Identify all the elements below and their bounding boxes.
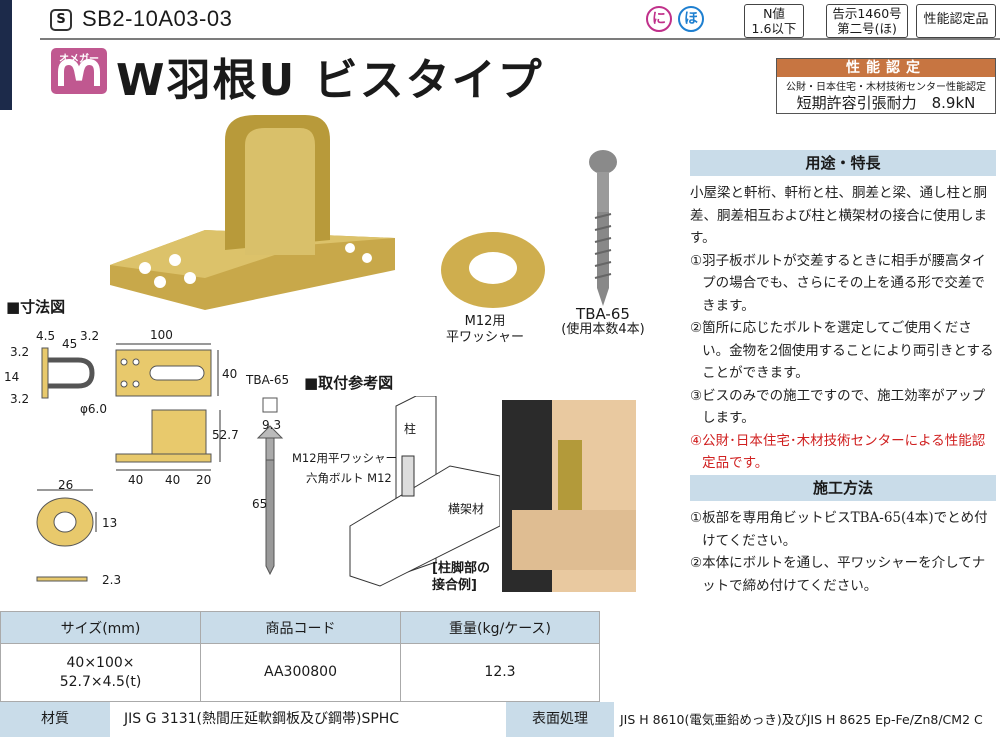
performance-org: 公財・日本住宅・木材技術センター性能認定 [786,82,986,93]
washer-label-2: 平ワッシャー [445,330,524,345]
bolt-callout: 六角ボルト M12 [306,471,392,485]
dim-3-2-bottom: 3.2 [10,392,30,406]
dim-4-5: 4.5 [36,329,56,343]
side-bar [0,0,12,110]
page-title: W羽根U ビスタイプ [116,55,544,106]
spec-size: 40×100× 52.7×4.5(t) [0,643,201,702]
spec-header-size: サイズ(mm) [0,611,201,644]
omega-logo [51,48,107,94]
brand-badge: オメガー [59,54,99,65]
pillar-label: 柱 [404,422,417,436]
dim-3-2-top: 3.2 [80,329,100,343]
dim-hole: φ6.0 [80,402,107,416]
dim-20: 20 [196,473,212,487]
washer-label: M12用平ワッシャー [430,314,540,346]
method-text: 本体にボルトを通し、平ワッシャーを介してナットで締め付けてください。 [702,555,986,594]
dimensions-heading: ■寸法図 [6,298,66,316]
spec-code: AA300800 [200,643,401,702]
dim-100: 100 [150,328,173,342]
performance-box [776,58,996,114]
washer-label-1: M12用 [464,314,506,329]
n-value-line2: 1.6以下 [751,21,797,36]
feature-num: ① [690,252,703,269]
finish-value: JIS H 8610(電気亜鉛めっき)及びJIS H 8625 Ep-Fe/Zn… [620,712,983,727]
dim-65: 65 [252,497,268,511]
screw-label: TBA-65(使用本数4本) [548,306,658,338]
example-label: [柱脚部の接合例] [432,560,490,594]
example-line2: 接合例] [432,578,477,593]
product-code: SB2-10A03-03 [82,6,233,31]
dim-40-b: 40 [165,473,181,487]
performance-value: 短期許容引張耐力 8.9kN [796,94,976,112]
dim-9-3: 9.3 [262,418,282,432]
notice-badge: 告示1460号第二号(ほ) [826,4,908,38]
feature-text: 公財･日本住宅･木材技術センターによる性能認定品です。 [702,432,986,472]
method-num: ② [690,555,703,571]
s-mark-icon: S [50,9,72,31]
spec-weight: 12.3 [400,643,600,702]
spec-size-2: 52.7×4.5(t) [59,673,142,690]
screw-image [589,150,617,306]
omega-icon [58,58,100,86]
spec-header-weight: 重量(kg/ケース) [400,611,600,644]
feature-num: ② [690,320,703,336]
notice-line2: 第二号(ほ) [837,21,897,36]
spec-header-code: 商品コード [200,611,401,644]
beam-label: 横架材 [448,502,485,516]
feature-num: ④ [690,432,703,449]
screw-label-2: (使用本数4本) [561,322,645,337]
notice-line1: 告示1460号 [832,6,902,21]
features-body: 小屋梁と軒桁、軒桁と柱、胴差と梁、通し柱と胴差、胴差相互および柱と横架材の接合に… [690,182,998,475]
features-intro: 小屋梁と軒桁、軒桁と柱、胴差と梁、通し柱と胴差、胴差相互および柱と横架材の接合に… [690,185,987,246]
ni-mark-icon: に [646,6,672,32]
performance-heading: 性能認定 [777,59,995,77]
mounting-drawing [349,396,500,587]
dim-14: 14 [4,370,20,384]
material-label: 材質 [0,702,110,737]
dim-45: 45 [62,337,78,351]
feature-text: ビスのみでの施工ですので、施工効率がアップします。 [702,387,986,427]
material-value: JIS G 3131(熱間圧延軟鋼板及び鋼帯)SPHC [124,711,400,727]
dim-26: 26 [58,478,74,492]
installation-photo [502,400,636,592]
mounting-heading: ■取付参考図 [304,374,394,392]
method-num: ① [690,510,703,526]
dim-52-7: 52.7 [212,428,239,442]
feature-text: 箇所に応じたボルトを選定してご使用ください。金物を2個使用することにより両引きと… [702,320,994,381]
washer-image [441,232,545,308]
dim-40-right: 40 [222,367,238,381]
finish-label: 表面処理 [506,702,614,737]
divider [40,38,1000,40]
features-heading: 用途・特長 [690,150,996,176]
dim-40-a: 40 [128,473,144,487]
dim-3-2-left: 3.2 [10,345,30,359]
certified-badge: 性能認定品 [916,4,996,38]
screw-label-1: TBA-65 [576,305,630,323]
dim-13: 13 [102,516,118,530]
bracket-image [110,115,395,310]
spec-size-1: 40×100× [66,654,135,671]
method-text: 板部を専用角ビットビスTBA-65(4本)でとめ付けてください。 [702,510,988,549]
washer-callout: M12用平ワッシャー [292,451,398,465]
tba-label: TBA-65 [246,373,290,387]
feature-text: 羽子板ボルトが交差するときに相手が腰高タイプの場合でも、さらにその上を通る形で交… [702,252,986,314]
dim-2-3: 2.3 [102,573,122,587]
ho-mark-icon: ほ [678,6,704,32]
example-line1: [柱脚部の [432,561,490,576]
feature-num: ③ [690,387,703,404]
n-value-line1: N値 [763,6,785,21]
spec-table: サイズ(mm)商品コード重量(kg/ケース) 40×100× 52.7×4.5(t… [0,611,600,702]
method-heading: 施工方法 [690,475,996,501]
dimension-drawing [36,343,284,582]
